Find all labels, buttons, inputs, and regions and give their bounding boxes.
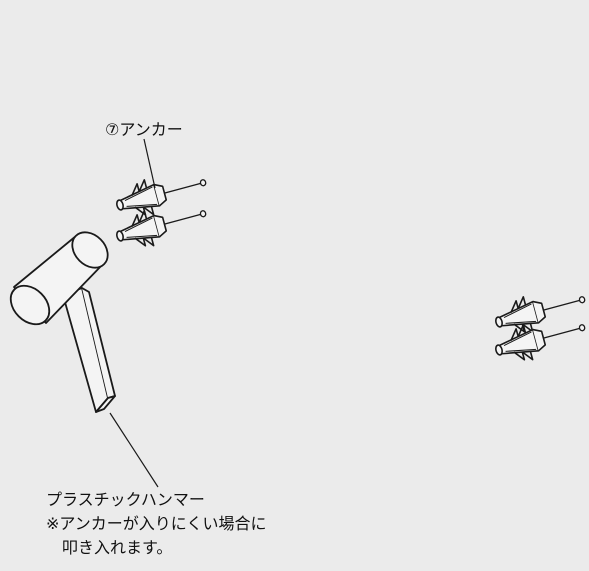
hammer-leader-line (109, 412, 159, 488)
anchor-leader-line (143, 138, 156, 189)
hammer-note-continued: 叩き入れます。 (46, 538, 173, 557)
hammer-label: プラスチックハンマー (46, 490, 205, 509)
anchor-left-upper (111, 163, 212, 224)
hammer-note: ※アンカーが入りにくい場合に (46, 514, 267, 533)
anchor-label: ⑦アンカー (105, 120, 183, 139)
plastic-hammer (9, 231, 116, 413)
